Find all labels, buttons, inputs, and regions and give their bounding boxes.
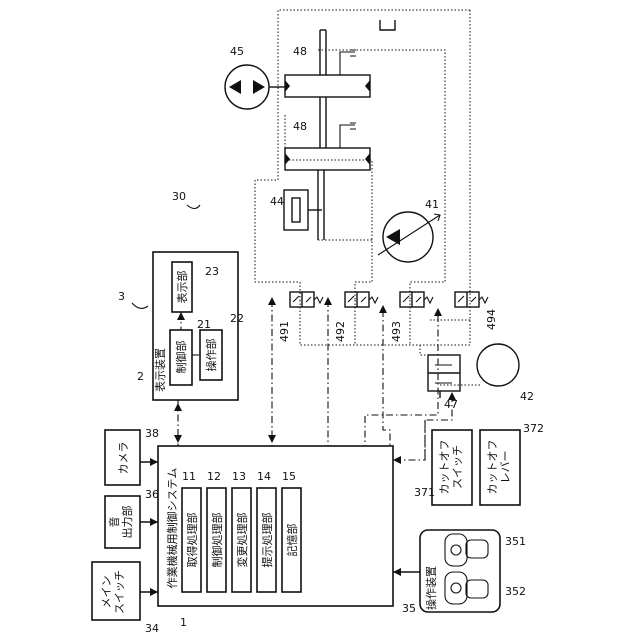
ref-3: 3 [118, 290, 125, 303]
valve-491-icon [290, 292, 323, 307]
camera-block: カメラ 38 [105, 427, 159, 485]
ref-13: 13 [232, 470, 246, 483]
main-switch-label: メインスイッチ [100, 570, 126, 614]
ref-12: 12 [207, 470, 221, 483]
valve-494-icon [455, 292, 488, 307]
ref-492: 492 [334, 321, 347, 342]
ref-47: 47 [444, 398, 458, 411]
valve-492-icon [345, 292, 378, 307]
ref-15: 15 [282, 470, 296, 483]
ref-351: 351 [505, 535, 526, 548]
cutoff-switch-label: カットオフスイッチ [438, 440, 464, 495]
ref-44: 44 [270, 195, 284, 208]
change-proc-label: 変更処理部 [235, 513, 249, 568]
display-unit-label: 表示部 [175, 271, 189, 304]
control-proc-label: 制御処理部 [210, 513, 224, 568]
ref-21: 21 [197, 318, 211, 331]
acquisition-label: 取得処理部 [185, 513, 199, 568]
operation-device-block: 操作装置 35 351 352 [402, 530, 526, 615]
ref-371: 371 [414, 486, 435, 499]
cylinder-48-upper-icon: 48 [285, 20, 395, 97]
ref-34: 34 [145, 622, 159, 635]
ref-1: 1 [180, 616, 187, 629]
ref-11: 11 [182, 470, 196, 483]
ref-38: 38 [145, 427, 159, 440]
valve-group: 491 492 493 494 [278, 292, 498, 342]
ref-35: 35 [402, 602, 416, 615]
ref-41: 41 [425, 198, 439, 211]
storage-label: 記憶部 [285, 524, 299, 557]
main-switch-block: メインスイッチ 34 [92, 562, 159, 635]
operation-unit-label: 操作部 [204, 339, 218, 372]
camera-label: カメラ [117, 442, 130, 475]
ref-36: 36 [145, 488, 159, 501]
ref-48-upper: 48 [293, 45, 307, 58]
ref-493: 493 [390, 321, 403, 342]
operation-device-label: 操作装置 [424, 566, 438, 610]
ref-352: 352 [505, 585, 526, 598]
ref-494: 494 [485, 309, 498, 330]
ref-2: 2 [137, 370, 144, 383]
cylinder-48-lower-icon: 48 [285, 97, 370, 170]
control-system-label: 作業機械用制御システム [165, 468, 179, 589]
cutoff-block: カットオフスイッチ 371 カットオフレバー 372 [414, 422, 544, 505]
pump-42-icon: 42 [477, 344, 534, 403]
ref-372: 372 [523, 422, 544, 435]
sound-output-block: 音出力部 36 [105, 488, 159, 548]
ref-23: 23 [205, 265, 219, 278]
valve-493-icon [400, 292, 433, 307]
ref-45: 45 [230, 45, 244, 58]
cutoff-valve-47-icon: 47 [428, 355, 460, 411]
control-system-block: 作業機械用制御システム 1 取得処理部 11 制御処理部 12 変更処理部 13… [158, 446, 393, 629]
display-device-label: 表示装置 [153, 348, 167, 392]
ref-48-lower: 48 [293, 120, 307, 133]
actuator-44-icon: 44 [270, 170, 324, 240]
ref-42: 42 [520, 390, 534, 403]
ref-22: 22 [230, 312, 244, 325]
ref-491: 491 [278, 321, 291, 342]
ref-14: 14 [257, 470, 271, 483]
presentation-proc-label: 提示処理部 [260, 513, 274, 568]
display-device-block: 表示装置 2 表示部 23 制御部 21 操作部 22 3 30 [118, 190, 244, 400]
motor-45-icon: 45 [225, 45, 285, 109]
control-unit-label: 制御部 [174, 341, 188, 374]
motor-41-icon: 41 [378, 198, 440, 262]
ref-30: 30 [172, 190, 186, 203]
